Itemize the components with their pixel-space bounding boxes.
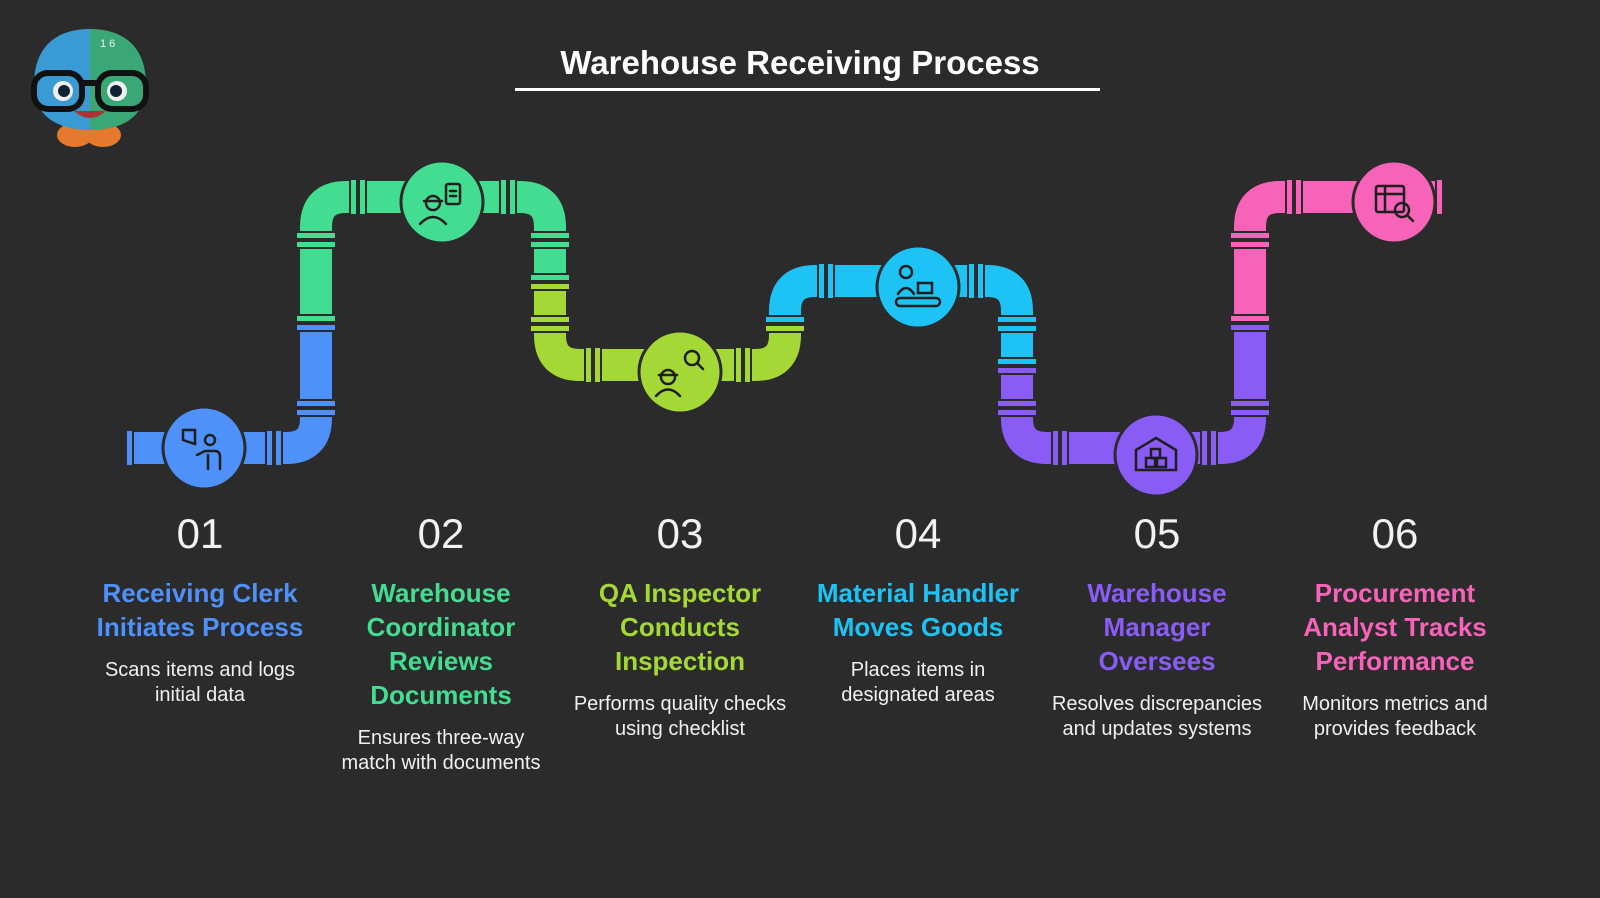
step-column-4: 04 Material Handler Moves Goods Places i… [808,510,1028,708]
step-number: 04 [894,510,942,557]
inspector-magnifier-icon [654,349,705,398]
svg-text:1 6: 1 6 [100,38,115,50]
warehouse-boxes-icon [1134,436,1178,472]
step-number: 03 [656,510,704,557]
step-column-2: 02 Warehouse Coordinator Reviews Documen… [331,510,551,776]
step-number: 01 [176,510,224,557]
step-number: 06 [1371,510,1419,557]
step-node-3 [637,329,723,415]
step-title: Procurement Analyst Tracks Performance [1303,578,1487,676]
step-node-6 [1351,159,1437,245]
step-description: Resolves discrepancies and updates syste… [1051,693,1263,740]
step-description: Performs quality checks using checklist [573,693,787,740]
pipe-segment-1 [130,320,332,464]
step-title: Material Handler Moves Goods [816,578,1020,642]
page-title: Warehouse Receiving Process [560,44,1040,81]
step-column-3: 03 QA Inspector Conducts Inspection Perf… [570,510,790,742]
step-number: 02 [417,510,465,557]
step-node-1 [161,405,247,491]
step-column-1: 01 Receiving Clerk Initiates Process Sca… [90,510,310,708]
step-number: 05 [1133,510,1181,557]
step-column-6: 06 Procurement Analyst Tracks Performanc… [1285,510,1505,742]
step-description: Monitors metrics and provides feedback [1302,693,1488,740]
worker-conveyor-icon [894,264,942,308]
step-title: Warehouse Manager Oversees [1087,578,1227,676]
step-title: Warehouse Coordinator Reviews Documents [366,578,516,710]
step-column-5: 05 Warehouse Manager Oversees Resolves d… [1047,510,1267,742]
step-description: Scans items and logs initial data [104,659,296,706]
brain-mascot-logo: 1 6 [31,29,149,147]
step-title: QA Inspector Conducts Inspection [598,578,762,676]
step-description: Places items in designated areas [841,659,995,706]
step-title: Receiving Clerk Initiates Process [96,578,304,642]
step-node-5 [1113,412,1199,498]
worker-clipboard-icon [418,182,462,226]
spreadsheet-search-icon [1374,184,1415,223]
clerk-scanning-icon [181,428,222,471]
title-underline [515,88,1100,91]
step-description: Ensures three-way match with documents [341,727,541,774]
pipe-segment-6 [1234,181,1440,330]
